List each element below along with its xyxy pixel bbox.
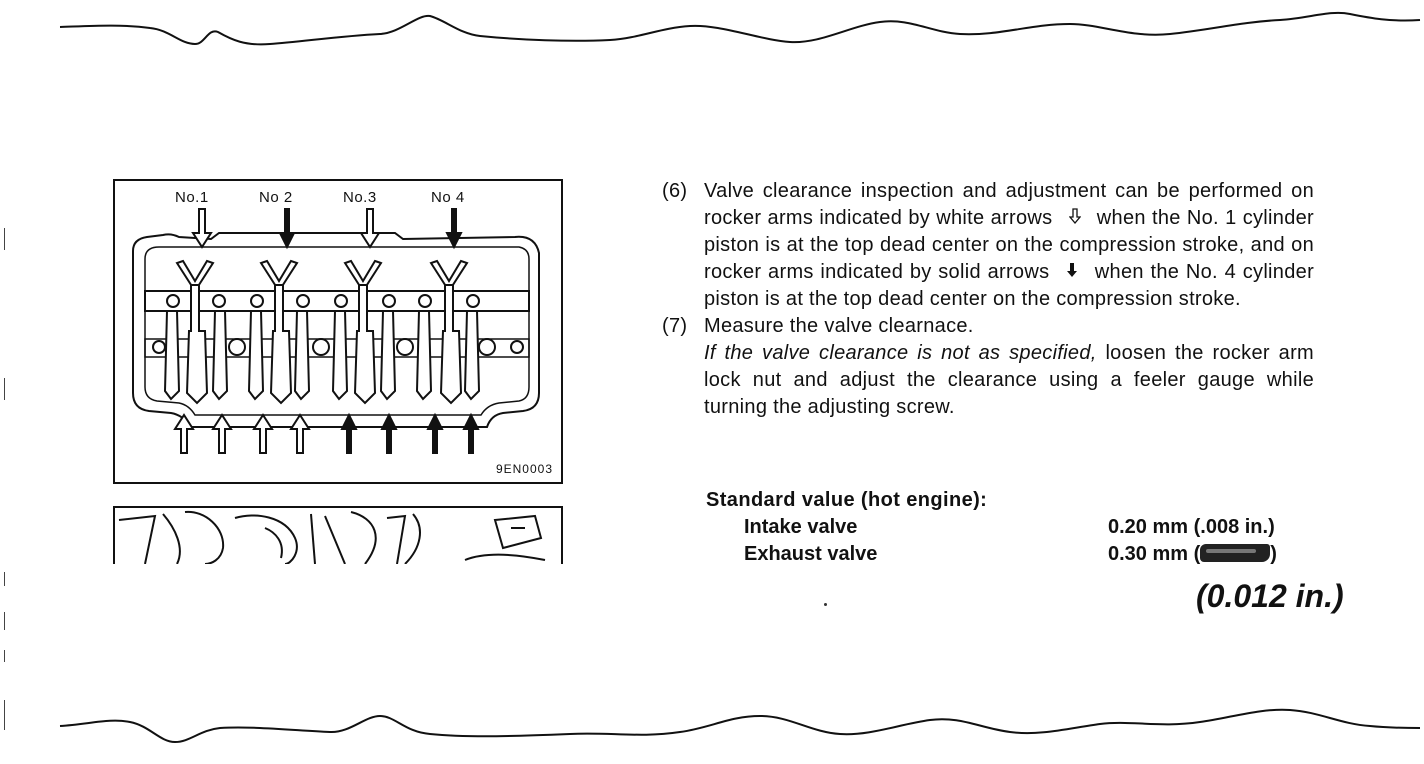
hollow-up-arrow-icon xyxy=(211,413,233,454)
step-7: (7) Measure the valve clearnace. If the … xyxy=(662,313,1314,421)
figure-code: 9EN0003 xyxy=(495,462,553,476)
step-text: Valve clearance inspection and adjustmen… xyxy=(704,180,1314,229)
solid-up-arrow-icon xyxy=(340,412,358,454)
scan-mark xyxy=(4,650,5,662)
cylinder-label: No.1 xyxy=(175,189,209,206)
hollow-down-arrow-icon xyxy=(359,208,381,249)
engine-photo-cropped xyxy=(113,506,563,564)
step-text: when the No. 4 cylinder piston is at the… xyxy=(704,261,1315,310)
step-text: Measure the valve clearnace. xyxy=(704,315,974,337)
spec-row-intake: Intake valve 0.20 mm (.008 in.) xyxy=(706,514,1336,541)
spec-label: Exhaust valve xyxy=(744,543,878,565)
step-6: (6) Valve clearance inspection and adjus… xyxy=(662,178,1314,313)
solid-down-arrow-icon xyxy=(278,208,296,250)
scan-mark xyxy=(4,378,5,400)
step-number: (6) xyxy=(662,180,688,202)
rocker-arm-drawing xyxy=(132,208,540,454)
cylinder-label: No 2 xyxy=(259,189,293,206)
torn-edge-bottom xyxy=(59,708,1421,744)
scan-mark xyxy=(4,572,5,586)
step-text: when the No. 1 cylinder piston is at the… xyxy=(704,207,1315,283)
step-body: Measure the valve clearnace. If the valv… xyxy=(704,313,1314,421)
rocker-arm-diagram: No.1 No 2 No.3 No 4 9EN0003 xyxy=(113,179,563,484)
procedure-text: (6) Valve clearance inspection and adjus… xyxy=(662,178,1314,421)
hollow-up-arrow-icon xyxy=(289,413,311,454)
cylinder-label: No 4 xyxy=(431,189,465,206)
solid-up-arrow-icon xyxy=(380,412,398,454)
torn-edge-top xyxy=(59,11,1421,46)
scan-mark xyxy=(4,612,5,630)
hollow-up-arrow-icon xyxy=(252,413,274,454)
crossed-out-value xyxy=(1200,544,1271,562)
scan-speck xyxy=(824,603,827,606)
solid-down-arrow-icon xyxy=(445,208,463,250)
solid-up-arrow-icon xyxy=(462,412,480,454)
spec-value: 0.20 mm (.008 in.) xyxy=(1108,516,1275,538)
step-body: Valve clearance inspection and adjustmen… xyxy=(704,178,1314,313)
scan-mark xyxy=(4,700,5,730)
hollow-down-arrow-icon xyxy=(191,208,213,249)
handwritten-correction: (0.012 in.) xyxy=(1196,578,1344,614)
cylinder-label: No.3 xyxy=(343,189,377,206)
spec-label: Intake valve xyxy=(744,516,858,538)
scan-mark xyxy=(4,228,5,250)
step-text-italic: If the valve clearance is not as specifi… xyxy=(704,342,1097,364)
spec-value: 0.30 mm () xyxy=(1108,543,1277,565)
solid-up-arrow-icon xyxy=(426,412,444,454)
spec-row-exhaust: Exhaust valve 0.30 mm () xyxy=(706,541,1336,568)
hollow-up-arrow-icon xyxy=(173,413,195,454)
step-text: loosen the rocker arm lock nut and adjus… xyxy=(704,342,1315,418)
solid-down-arrow-icon xyxy=(1066,259,1078,286)
hollow-down-arrow-icon xyxy=(1068,205,1081,232)
step-number: (7) xyxy=(662,315,688,337)
spec-title: Standard value (hot engine): xyxy=(706,489,988,511)
standard-value-spec: Standard value (hot engine): Intake valv… xyxy=(706,487,1336,568)
